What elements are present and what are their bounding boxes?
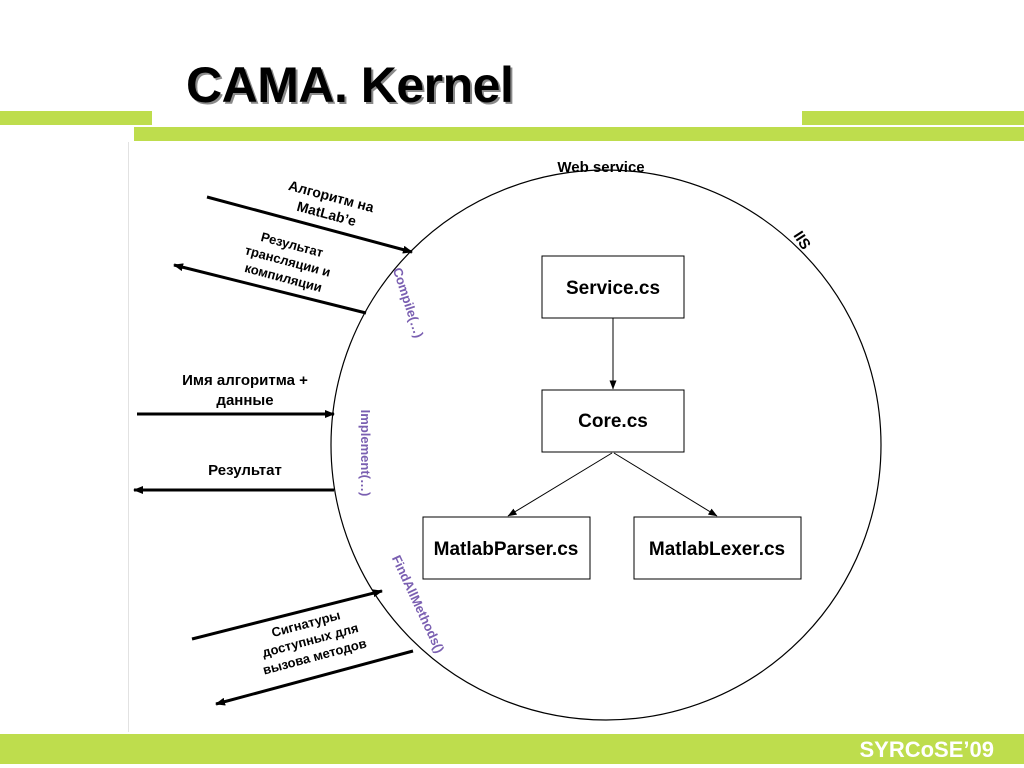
matlab-lexer-label: MatlabLexer.cs (649, 539, 785, 560)
footer-label: SYRCoSE’09 (859, 737, 995, 762)
accent-bar-under-title (134, 127, 1024, 141)
web-service-boundary (330, 169, 882, 721)
accent-bar-left (0, 111, 152, 125)
translation-out-arrow (173, 263, 367, 315)
core-to-parser-arrow (507, 452, 613, 517)
signatures-out-arrow (215, 649, 414, 706)
service-cs-label: Service.cs (566, 278, 660, 299)
web-service-label: Web service (557, 159, 644, 176)
footer-bar (0, 734, 1024, 764)
core-to-lexer-arrow (613, 452, 718, 517)
name-in-label: Имя алгоритма + данные (182, 372, 308, 409)
signatures-request-arrow (191, 589, 383, 641)
service-cs-box: Service.cs (541, 255, 685, 319)
algorithm-in-label: Алгоритм на MatLab’e (287, 177, 376, 229)
core-cs-label: Core.cs (578, 411, 648, 432)
name-in-line-1: Имя алгоритма + (182, 372, 308, 389)
matlab-parser-label: MatlabParser.cs (434, 539, 579, 560)
compile-method-label: Compile(…) (390, 266, 427, 340)
core-cs-box: Core.cs (541, 389, 685, 453)
diagram-frame (128, 142, 1020, 732)
algorithm-in-arrow (206, 195, 413, 254)
matlab-lexer-box: MatlabLexer.cs (633, 516, 802, 580)
result-out-label: Результат (208, 462, 282, 479)
matlab-parser-box: MatlabParser.cs (422, 516, 591, 580)
iis-label: IIS (790, 228, 814, 253)
accent-bar-right (802, 111, 1024, 125)
implement-method-label: Implement(…) (358, 410, 373, 497)
slide-title: CAMA. Kernel (186, 57, 514, 113)
name-in-line-2: данные (216, 392, 273, 409)
